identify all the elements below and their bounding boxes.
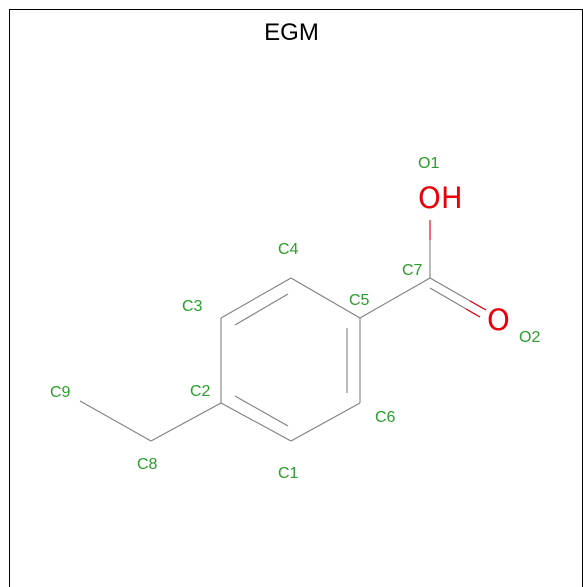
label-c7: C7 [402,262,423,279]
bond-c3-c4-inner [234,293,289,326]
bond-c7-o2-a-red [469,300,487,311]
bond-oxygen-tints [429,220,487,318]
bond-c7-o2-b-red [465,308,481,318]
label-c1: C1 [278,465,299,482]
bond-c2-c8 [150,402,222,442]
label-c9: C9 [50,384,71,401]
label-c4: C4 [278,241,299,258]
bond-c1-c2-inner [234,395,289,427]
bond-c8-c9 [79,400,152,442]
label-o1: O1 [418,155,439,172]
label-c3: C3 [182,298,203,315]
molecule-title: EGM [264,19,319,46]
label-c6: C6 [375,409,396,426]
bond-c3-c4 [220,277,292,319]
atom-labels: O1 C4 C7 C3 C5 O2 C9 C2 C6 C8 C1 [50,155,540,482]
bond-c6-c1 [290,402,361,442]
carbonyl-o: O [487,303,510,337]
label-c8: C8 [137,456,158,473]
bond-c5-c7 [359,277,431,319]
label-c5: C5 [349,292,370,309]
hydroxyl-oh: OH [418,181,463,215]
label-c2: C2 [190,383,211,400]
label-o2: O2 [519,329,540,346]
bond-c4-c5 [290,277,361,319]
bond-c1-c2 [220,402,292,442]
structure-frame [9,9,583,587]
